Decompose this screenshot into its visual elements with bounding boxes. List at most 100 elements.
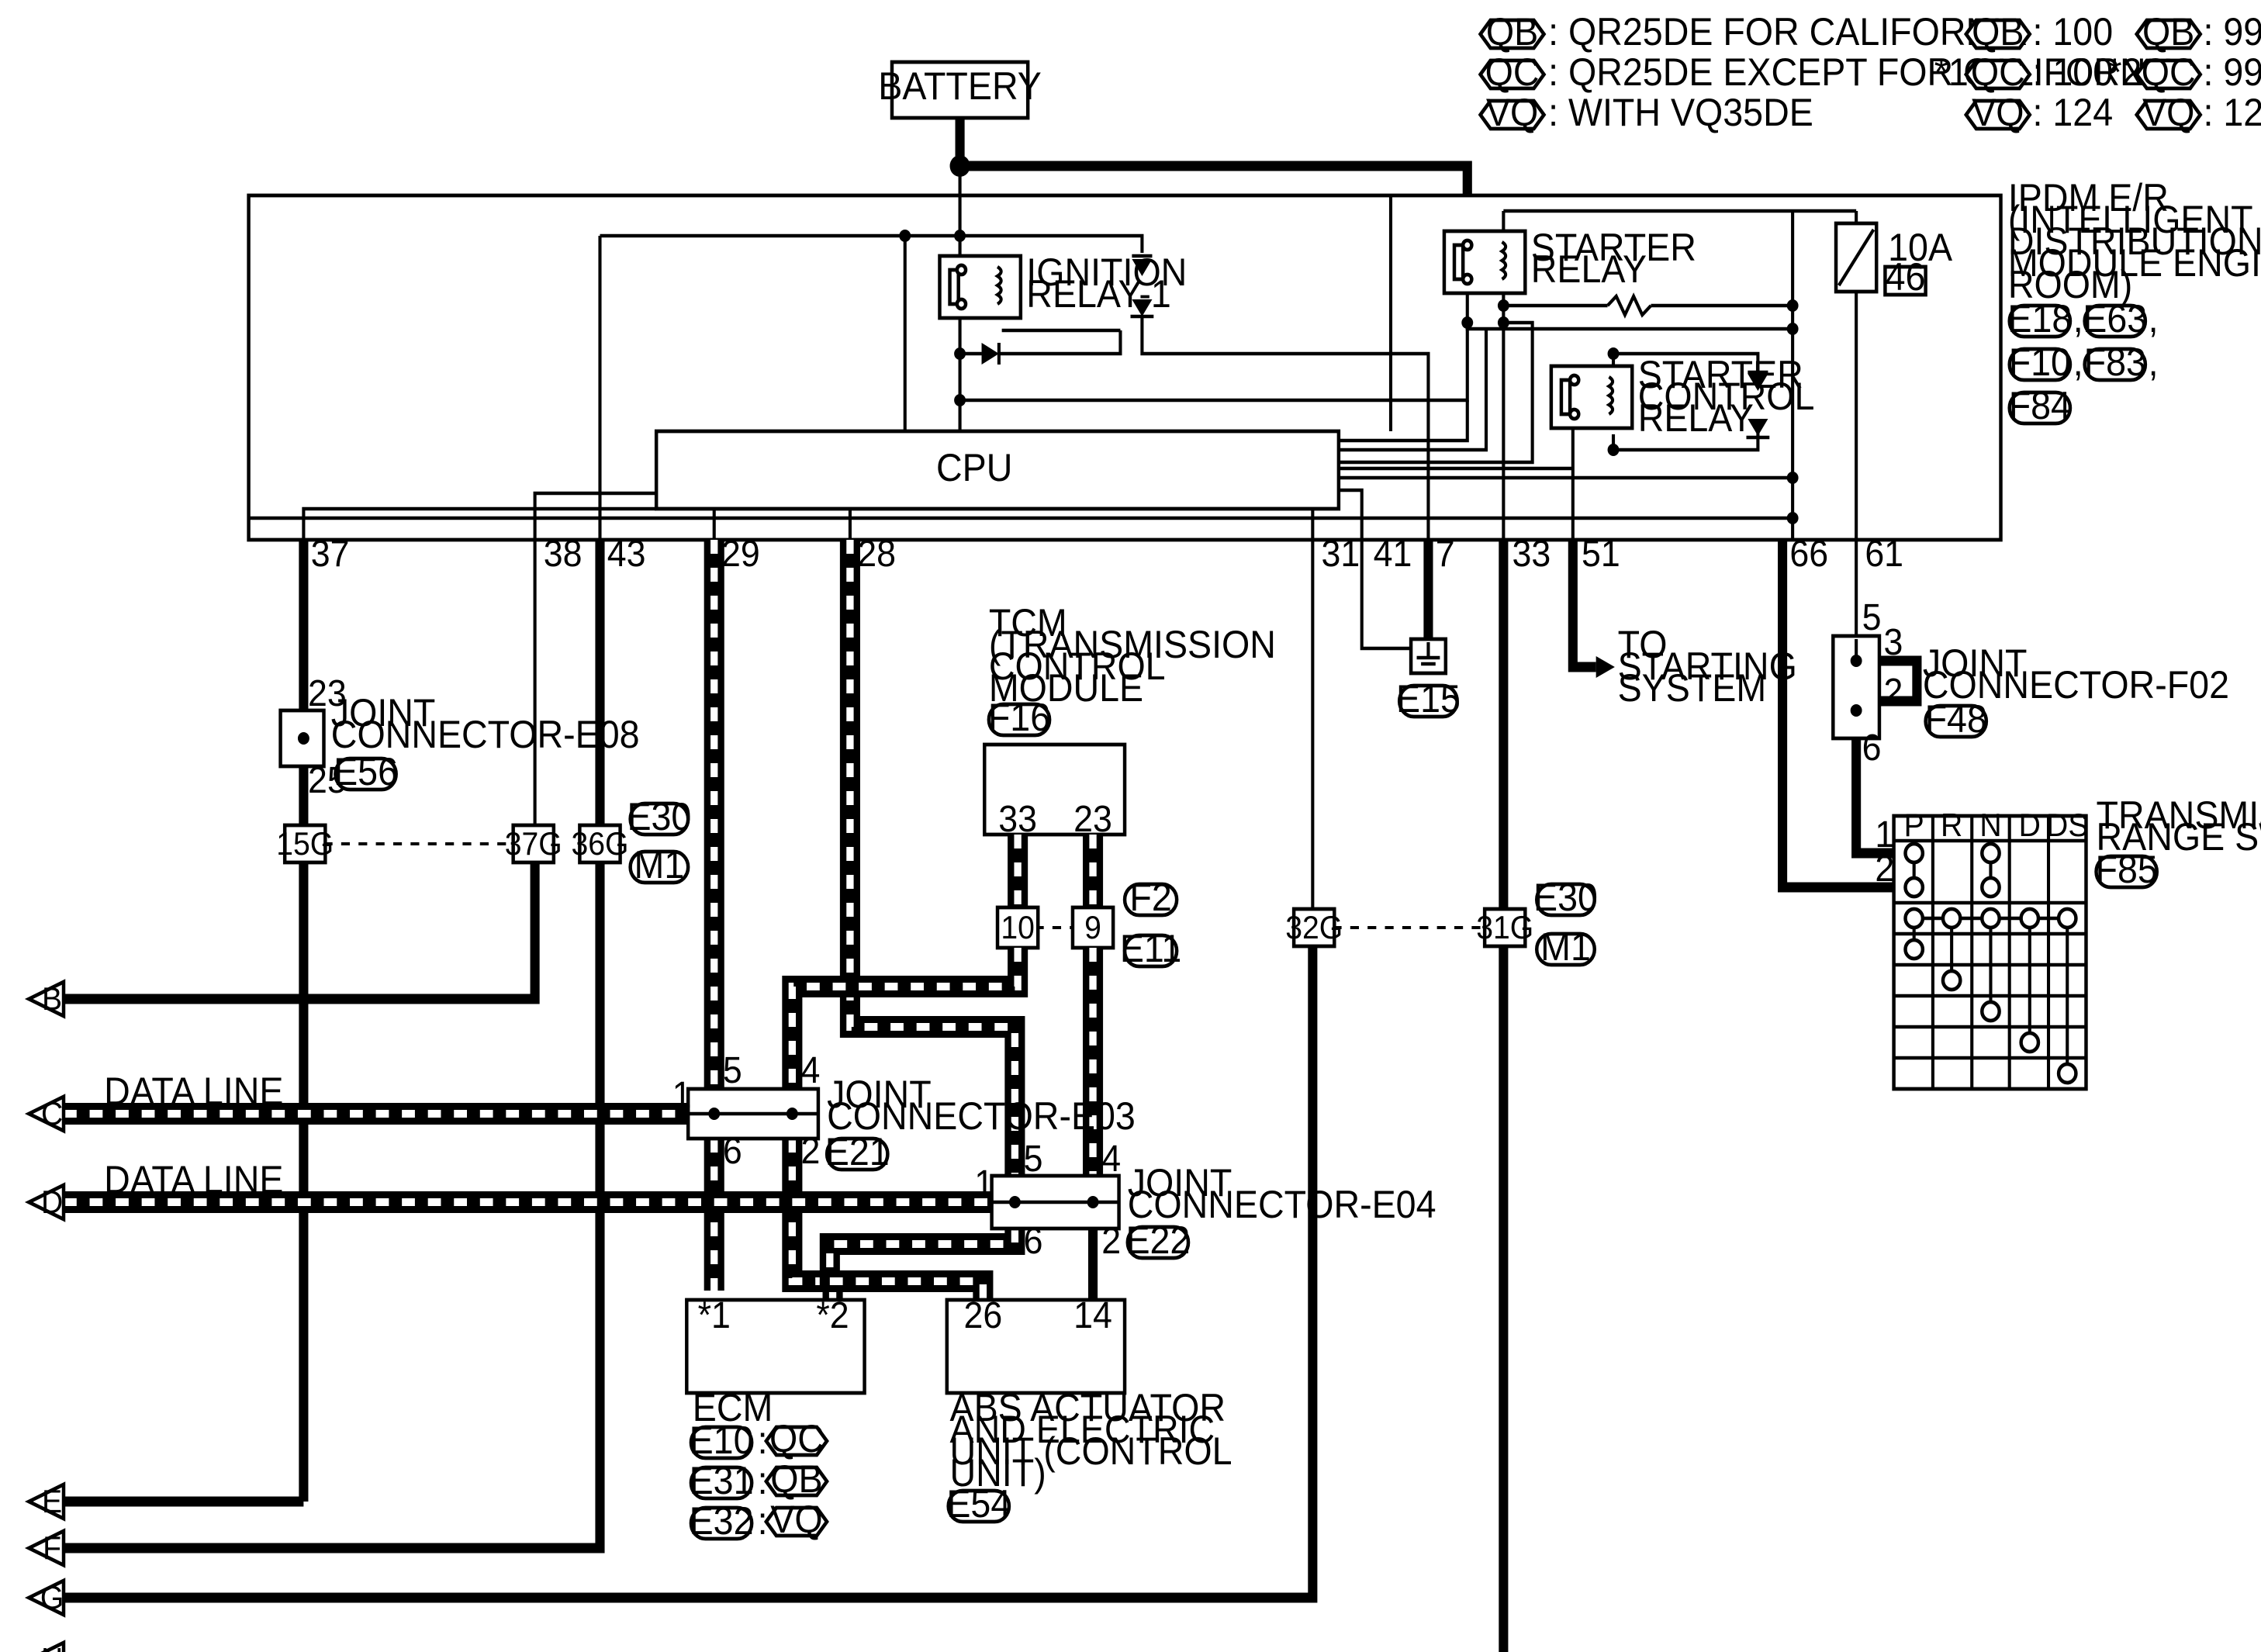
joint-f02-pin-3: 3: [1884, 621, 1903, 663]
star2-value-vq: : 123: [2203, 92, 2261, 135]
joint-f02-pin-5: 5: [1862, 596, 1882, 638]
abs-box: [945, 1298, 1127, 1395]
joint-f02-pin-6: 6: [1862, 727, 1882, 769]
star1-value-qb: : 100: [2033, 11, 2114, 54]
legend-tag-vq: [1478, 98, 1547, 131]
abs-label-1: ABS ACTUATOR: [950, 1387, 1226, 1430]
star1-tag-qb: [1963, 18, 2032, 50]
joint-e03-pin-1: 1: [672, 1074, 692, 1116]
abs-actuator: 26 14 ABS ACTUATOR AND ELECTRIC UNIT (CO…: [945, 1294, 1232, 1526]
legend-text-qc: : QR25DE EXCEPT FOR CALIFORNIA: [1548, 51, 2180, 95]
wire-pin37: [64, 540, 309, 1507]
abs-pin-14: 14: [1073, 1294, 1112, 1336]
wire-pin41-ground: [1360, 540, 1429, 651]
ipdm-conn-f83: F83: [2084, 341, 2146, 385]
joint-e04-pin-1: 1: [974, 1163, 994, 1204]
legend-tag-qb: [1478, 18, 1547, 50]
trs-pin-2: 2: [1875, 848, 1894, 890]
star2-code-vq: VQ: [2142, 92, 2194, 135]
joint-f02-connector: F48: [1925, 698, 1987, 741]
arrow-e: [24, 1481, 66, 1522]
ipdm-conn-f84: F84: [2009, 385, 2071, 428]
inline-pin-9: 9: [1084, 909, 1101, 946]
ecm-pin-star1: *1: [698, 1294, 731, 1336]
ipdm-pin-51: 51: [1582, 533, 1620, 575]
ipdm-conn-f10-tag: [2007, 347, 2073, 382]
inline-e30-m1-right: 32G 31G E30 M1: [1285, 876, 1598, 969]
legend-text-qb: : QR25DE FOR CALIFORNIA: [1548, 11, 2027, 54]
wire-pin33-to-h: [1499, 946, 1509, 1652]
ground-e15: E15: [1396, 637, 1461, 721]
inline-e30-m1-left: 15G 37G 36G E30 M1: [276, 796, 691, 887]
ipdm-conn-e18: E18: [2007, 298, 2072, 341]
inline-left-m1: M1: [634, 844, 685, 887]
ecm-conn-e31: E31: [690, 1460, 754, 1503]
starter-control-relay: STARTER CONTROL RELAY: [1549, 354, 1814, 440]
inline-left-e30: E30: [627, 796, 691, 839]
inline-right-e30: E30: [1533, 876, 1598, 920]
legend-code-qb: QB: [1486, 11, 1538, 54]
ignition-relay: IGNITION RELAY-1: [938, 251, 1187, 320]
ipdm-pin-28: 28: [857, 533, 896, 575]
arrow-e-label: E: [42, 1483, 62, 1520]
tcm: TCM (TRANSMISSION CONTROL MODULE F16 33 …: [983, 602, 1276, 839]
ipdm-comma-4: ,: [2149, 341, 2159, 385]
inline-pin-32g: 32G: [1285, 909, 1343, 946]
ipdm-pin-7: 7: [1436, 533, 1455, 575]
ecm-box: [685, 1298, 866, 1395]
star2-code-qb: QB: [2142, 11, 2194, 54]
joint-e08-label-1: JOINT: [331, 692, 436, 735]
ecm-conn-e10: E10: [690, 1419, 754, 1463]
abs-label-3: UNIT (CONTROL: [950, 1430, 1232, 1474]
arrow-d: [24, 1182, 66, 1222]
arrow-b-label: B: [42, 980, 62, 1018]
ignition-relay-label-1: IGNITION: [1026, 251, 1187, 295]
joint-e03-pin-2: 2: [801, 1130, 821, 1172]
to-starting-line-3: SYSTEM: [1618, 667, 1767, 710]
tcm-label-2: (TRANSMISSION: [989, 624, 1276, 667]
arrow-c: [24, 1094, 66, 1134]
wire-pin51-starting: [1568, 540, 1596, 672]
legend-code-vq: VQ: [1486, 92, 1538, 135]
joint-e04-pin-2: 2: [1101, 1220, 1121, 1262]
starter-control-relay-coil: [1606, 375, 1615, 416]
ipdm-pin-41: 41: [1374, 533, 1412, 575]
joint-e03-connector: E21: [825, 1131, 890, 1174]
trs-label-1: TRANSMISSION: [2097, 794, 2261, 838]
joint-e08-pin-23: 23: [308, 672, 347, 714]
trs-header-r: R: [1941, 807, 1962, 844]
joint-f02-label-2: CONNECTOR-F02: [1923, 664, 2229, 707]
fuse-rating: 10A: [1888, 226, 1953, 270]
legend-code-qc: QC: [1485, 51, 1540, 95]
ipdm-comma-3: ,: [2073, 341, 2083, 385]
joint-connector-e08: 23 25 JOINT CONNECTOR-E08 E56: [278, 672, 640, 800]
wire-pin43-to-f: [64, 862, 605, 1554]
arrow-terminals: B C D E F G H: [24, 979, 66, 1652]
star2-tag-qc: [2134, 58, 2203, 91]
joint-e04-label-2: CONNECTOR-E04: [1128, 1184, 1436, 1227]
abs-pin-26: 26: [964, 1294, 1003, 1336]
inline-e11: E11: [1120, 928, 1181, 971]
ipdm-conn-f83-tag: [2083, 347, 2148, 382]
ipdm-pin-38: 38: [544, 533, 583, 575]
tcm-box: [983, 742, 1127, 837]
arrow-g-label: G: [40, 1579, 64, 1616]
inline-right-m1: M1: [1540, 926, 1591, 969]
starter-control-relay-label-1: STARTER: [1638, 354, 1803, 397]
ecm: *1 *2 ECM E10 : QC E31 : QB E32 : VQ: [685, 1294, 866, 1543]
ipdm-conn-e63-tag: [2083, 303, 2148, 339]
star2-value-qb: : 99: [2203, 11, 2261, 54]
battery-label: BATTERY: [878, 65, 1042, 109]
starter-relay-contact: [1452, 243, 1465, 282]
ignition-relay-label-2: RELAY-1: [1026, 273, 1170, 316]
joint-connector-e04: 5 4 1 6 2 JOINT CONNECTOR-E04 E22: [974, 1138, 1436, 1263]
ignition-relay-contact: [948, 268, 960, 306]
ipdm-comma-1: ,: [2073, 298, 2083, 341]
legend-text-vq: : WITH VQ35DE: [1548, 92, 1813, 135]
transmission-range-switch: P R N D DS 1 2 TRANSMISSION RANGE SWITCH…: [1875, 794, 2261, 1091]
inline-f2: F2: [1129, 876, 1171, 920]
ipdm-pins: 37 38 43 29 28 31 41 7 33 51 66 61: [311, 533, 1903, 575]
abs-connector: E54: [946, 1483, 1011, 1526]
inline-f2-e11: 10 9 F2 E11: [995, 876, 1181, 971]
ipdm-comma-2: ,: [2149, 298, 2159, 341]
